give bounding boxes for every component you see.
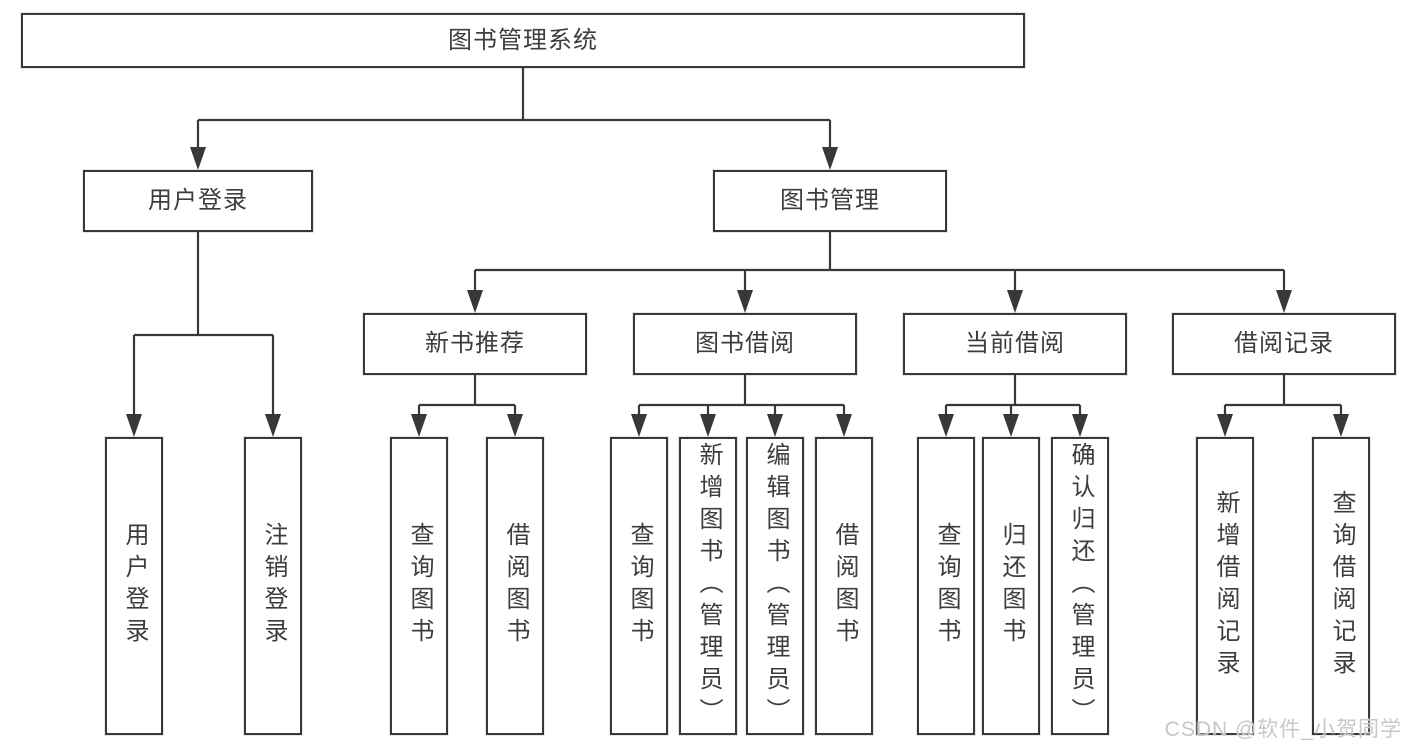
leaf-borrow-books: 借阅图书 [815,437,873,735]
leaf-edit-book-admin: 编辑图书（管理员） [746,437,804,735]
node-label: 当前借阅 [965,330,1065,357]
node-label: 注销登录 [260,522,287,650]
node-label: 借阅记录 [1234,330,1334,357]
node-borrow-records: 借阅记录 [1172,313,1396,375]
node-book-management: 图书管理 [713,170,947,232]
node-label: 新书推荐 [425,330,525,357]
node-label: 查询图书 [626,522,653,650]
node-user-login: 用户登录 [83,170,313,232]
node-label: 查询借阅记录 [1328,490,1355,682]
leaf-query-books-current: 查询图书 [917,437,975,735]
node-label: 图书管理 [780,187,880,214]
node-label: 查询图书 [406,522,433,650]
node-label: 归还图书 [998,522,1025,650]
leaf-return-book: 归还图书 [982,437,1040,735]
node-label: 用户登录 [121,522,148,650]
node-label: 借阅图书 [502,522,529,650]
node-label: 新增借阅记录 [1212,490,1239,682]
node-label: 图书管理系统 [448,26,598,54]
node-new-book-recommend: 新书推荐 [363,313,587,375]
leaf-query-books-borrow: 查询图书 [610,437,668,735]
leaf-add-book-admin: 新增图书（管理员） [679,437,737,735]
node-label: 编辑图书（管理员） [762,442,789,730]
leaf-borrow-books-recommend: 借阅图书 [486,437,544,735]
leaf-confirm-return-admin: 确认归还（管理员） [1051,437,1109,735]
node-label: 查询图书 [933,522,960,650]
node-book-management-system: 图书管理系统 [21,13,1025,68]
leaf-user-login: 用户登录 [105,437,163,735]
leaf-add-borrow-record: 新增借阅记录 [1196,437,1254,735]
leaf-query-borrow-record: 查询借阅记录 [1312,437,1370,735]
node-label: 图书借阅 [695,330,795,357]
node-label: 确认归还（管理员） [1067,442,1094,730]
leaf-query-books-recommend: 查询图书 [390,437,448,735]
node-current-borrow: 当前借阅 [903,313,1127,375]
node-book-borrow: 图书借阅 [633,313,857,375]
node-label: 新增图书（管理员） [695,442,722,730]
node-label: 用户登录 [148,187,248,214]
leaf-logout: 注销登录 [244,437,302,735]
csdn-watermark: CSDN @软件_小贺同学 [1164,718,1402,741]
node-label: 借阅图书 [831,522,858,650]
